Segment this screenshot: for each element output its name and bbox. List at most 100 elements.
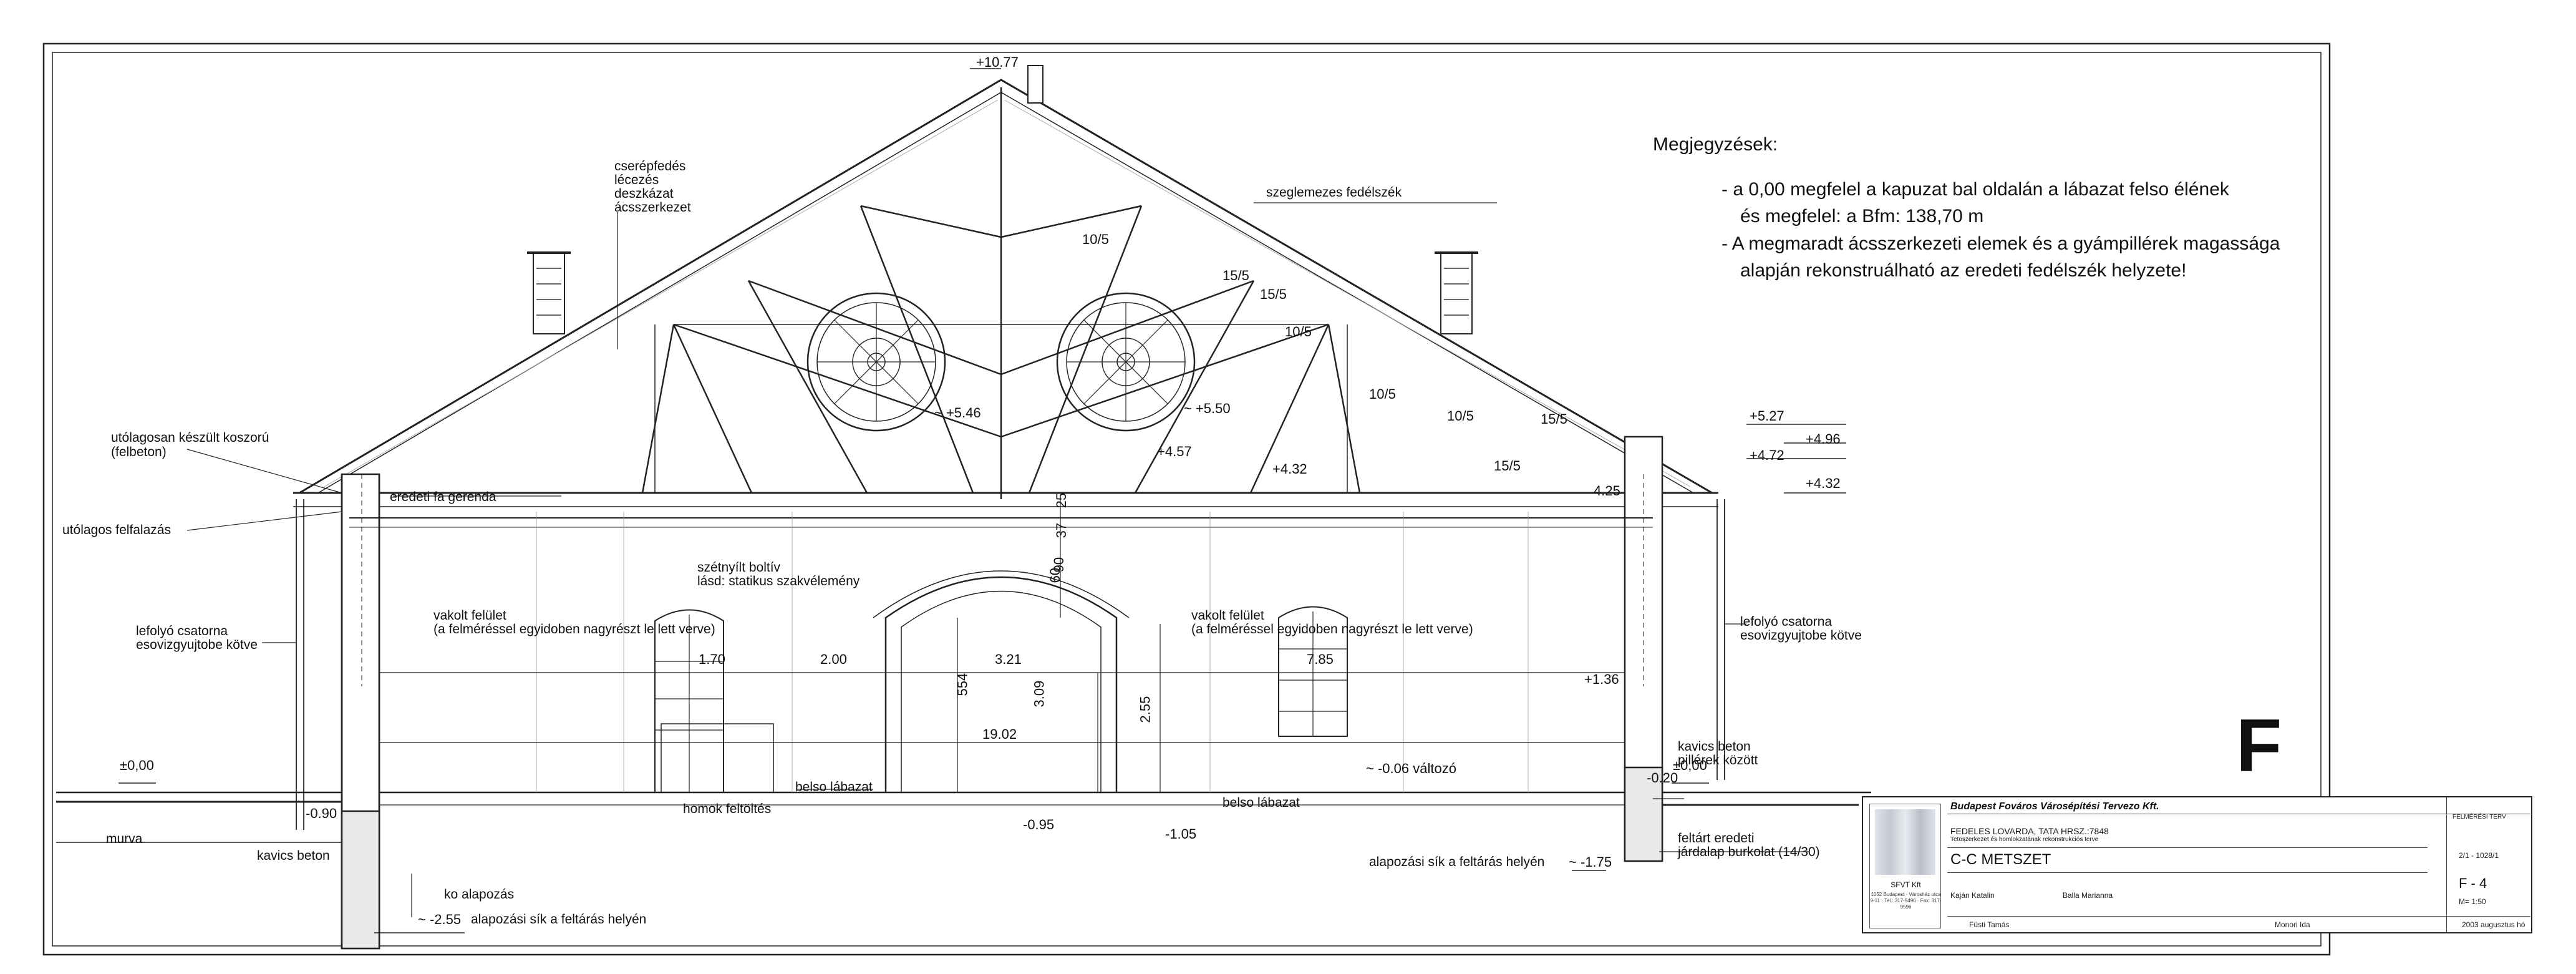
wall-right [1624,436,1663,862]
logo-image [1875,809,1935,875]
elev-432b: +4.32 [1806,475,1841,491]
label-paving-1: feltárt eredeti [1678,831,1755,845]
chimney-left [527,251,571,334]
label-plaster-left-1: vakolt felület [433,608,506,623]
project-name: FEDELES LOVARDA, TATA HRSZ.:7848 [1950,826,2109,836]
note-line-2b: alapján rekonstruálható az eredeti fedél… [1740,260,2187,281]
sheet-outer-frame [42,42,2331,956]
project-subtitle: Tetoszerkezet és homlokzatának rekonstru… [1950,836,2099,843]
firm-address: 1052 Budapest · Városház utca 9-11 · Tel… [1870,892,1942,910]
label-vault-1: szétnyílt boltív [697,560,781,575]
sheet-code: F - 4 [2459,875,2487,891]
dimension-lines [379,499,1625,792]
section-title: C-C METSZET [1950,851,2051,868]
timber-4: 10/5 [1285,324,1312,339]
elev-432a: +4.32 [1272,461,1307,477]
ridge-vent [1027,65,1043,104]
elev-m006: ~ -0.06 változó [1366,761,1456,776]
label-truss: szeglemezes fedélszék [1266,185,1402,200]
elev-136: +1.36 [1584,671,1619,687]
firm-logo: SFVT Kft 1052 Budapest · Városház utca 9… [1869,804,1942,928]
timber-1: 10/5 [1082,231,1109,247]
chimney-right [1435,251,1478,334]
elev-496: +4.96 [1806,431,1841,447]
date: 2003 augusztus hó [2462,920,2525,929]
label-drain-left-2: esovizgyujtobe kötve [136,638,258,652]
head-designer: Füsti Tamás [1969,920,2010,929]
round-window-right [1056,292,1196,432]
window-right [1278,606,1348,737]
label-kavics-right-1: kavics beton [1678,739,1751,754]
label-paving-2: járdalap burkolat (14/30) [1678,845,1820,859]
roof-truss [641,87,1361,499]
label-drain-right-1: lefolyó csatorna [1740,615,1833,629]
title-block: SFVT Kft 1052 Budapest · Városház utca 9… [1862,796,2532,933]
elev-425: 4.25 [1594,483,1620,499]
drainpipe-right [1717,499,1725,780]
phase: FELMÉRÉSI TERV [2453,814,2506,821]
label-roof-1: cserépfedés [614,159,686,173]
scale: M= 1:50 [2459,897,2486,906]
label-drain-right-2: esovizgyujtobe kötve [1740,628,1862,643]
label-ring-1: utólagosan készült koszorú [111,431,269,445]
label-roof-4: ácsszerkezet [614,200,691,215]
elev-457: +4.57 [1157,444,1192,459]
round-window-left [806,292,946,432]
ceiling-beam [349,517,1653,528]
dim-25: 25 [1053,492,1070,509]
note-line-1b: és megfelel: a Bfm: 138,70 m [1740,206,1984,226]
bureau-name: Budapest Fováros Városépítési Tervezo Kf… [1950,801,2159,812]
elev-m090: -0.90 [306,806,337,821]
sheet-inner-frame [52,52,2322,947]
label-gravel-concrete: kavics beton [257,849,330,863]
roof-sheathing [324,99,1691,487]
elev-zero-right: ±0,00 [1673,757,1707,773]
dim-554: 554 [954,673,971,696]
timber-3: 15/5 [1260,286,1287,302]
designer-1: Kaján Katalin [1950,891,1995,900]
elev-m095: -0.95 [1023,817,1055,832]
timber-6: 10/5 [1447,408,1474,424]
label-roof-3: deszkázat [614,187,674,201]
leader-lines [186,202,1809,917]
timber-8: 15/5 [1494,458,1521,474]
elev-m105: -1.05 [1165,826,1197,842]
label-foundation-left: alapozási sík a feltárás helyén [471,912,647,927]
dim-321: 3.21 [995,651,1022,667]
dim-309: 3.09 [1031,680,1047,708]
label-drain-left-1: lefolyó csatorna [136,624,228,638]
window-left [654,609,774,793]
label-plinth-inner-1: belso lábazat [795,780,873,794]
label-kavics-right-2: pillérek között [1678,753,1758,767]
label-ring-2: (felbeton) [111,445,167,459]
elevation-markers [119,68,1846,933]
elev-527: +5.27 [1750,408,1784,424]
dim-1902: 19.02 [982,726,1017,742]
label-plinth-inner-2: belso lábazat [1223,796,1300,810]
interior-floor [56,791,1871,843]
timber-7: 15/5 [1541,411,1567,427]
label-foundation-right: alapozási sík a feltárás helyén [1369,855,1545,869]
dim-90: 90 [1051,557,1067,573]
elev-546: ~ +5.46 [934,405,981,421]
timber-2: 15/5 [1223,268,1249,283]
designer-2: Balla Marianna [2063,891,2113,900]
timber-5: 10/5 [1369,386,1396,402]
elev-550: ~ +5.50 [1184,401,1231,416]
dim-37: 37 [1053,522,1070,538]
wall-left [341,473,380,950]
dim-200: 2.00 [820,651,847,667]
elev-472: +4.72 [1750,447,1784,463]
roof-outline [293,79,1718,507]
dim-785: 7.85 [1307,651,1334,667]
drainpipe-left [296,499,304,830]
central-portal [873,570,1130,792]
label-plaster-left-2: (a felméréssel egyidoben nagyrészt le le… [433,622,715,636]
elev-m020: -0.20 [1647,770,1678,786]
note-line-1: - a 0,00 megfelel a kapuzat bal oldalán … [1721,178,2229,200]
elev-m175: ~ -1.75 [1569,854,1612,870]
label-beam: eredeti fa gerenda [390,490,496,504]
label-sand-fill: homok feltöltés [683,802,772,816]
label-stone-foundation: ko alapozás [444,887,515,902]
